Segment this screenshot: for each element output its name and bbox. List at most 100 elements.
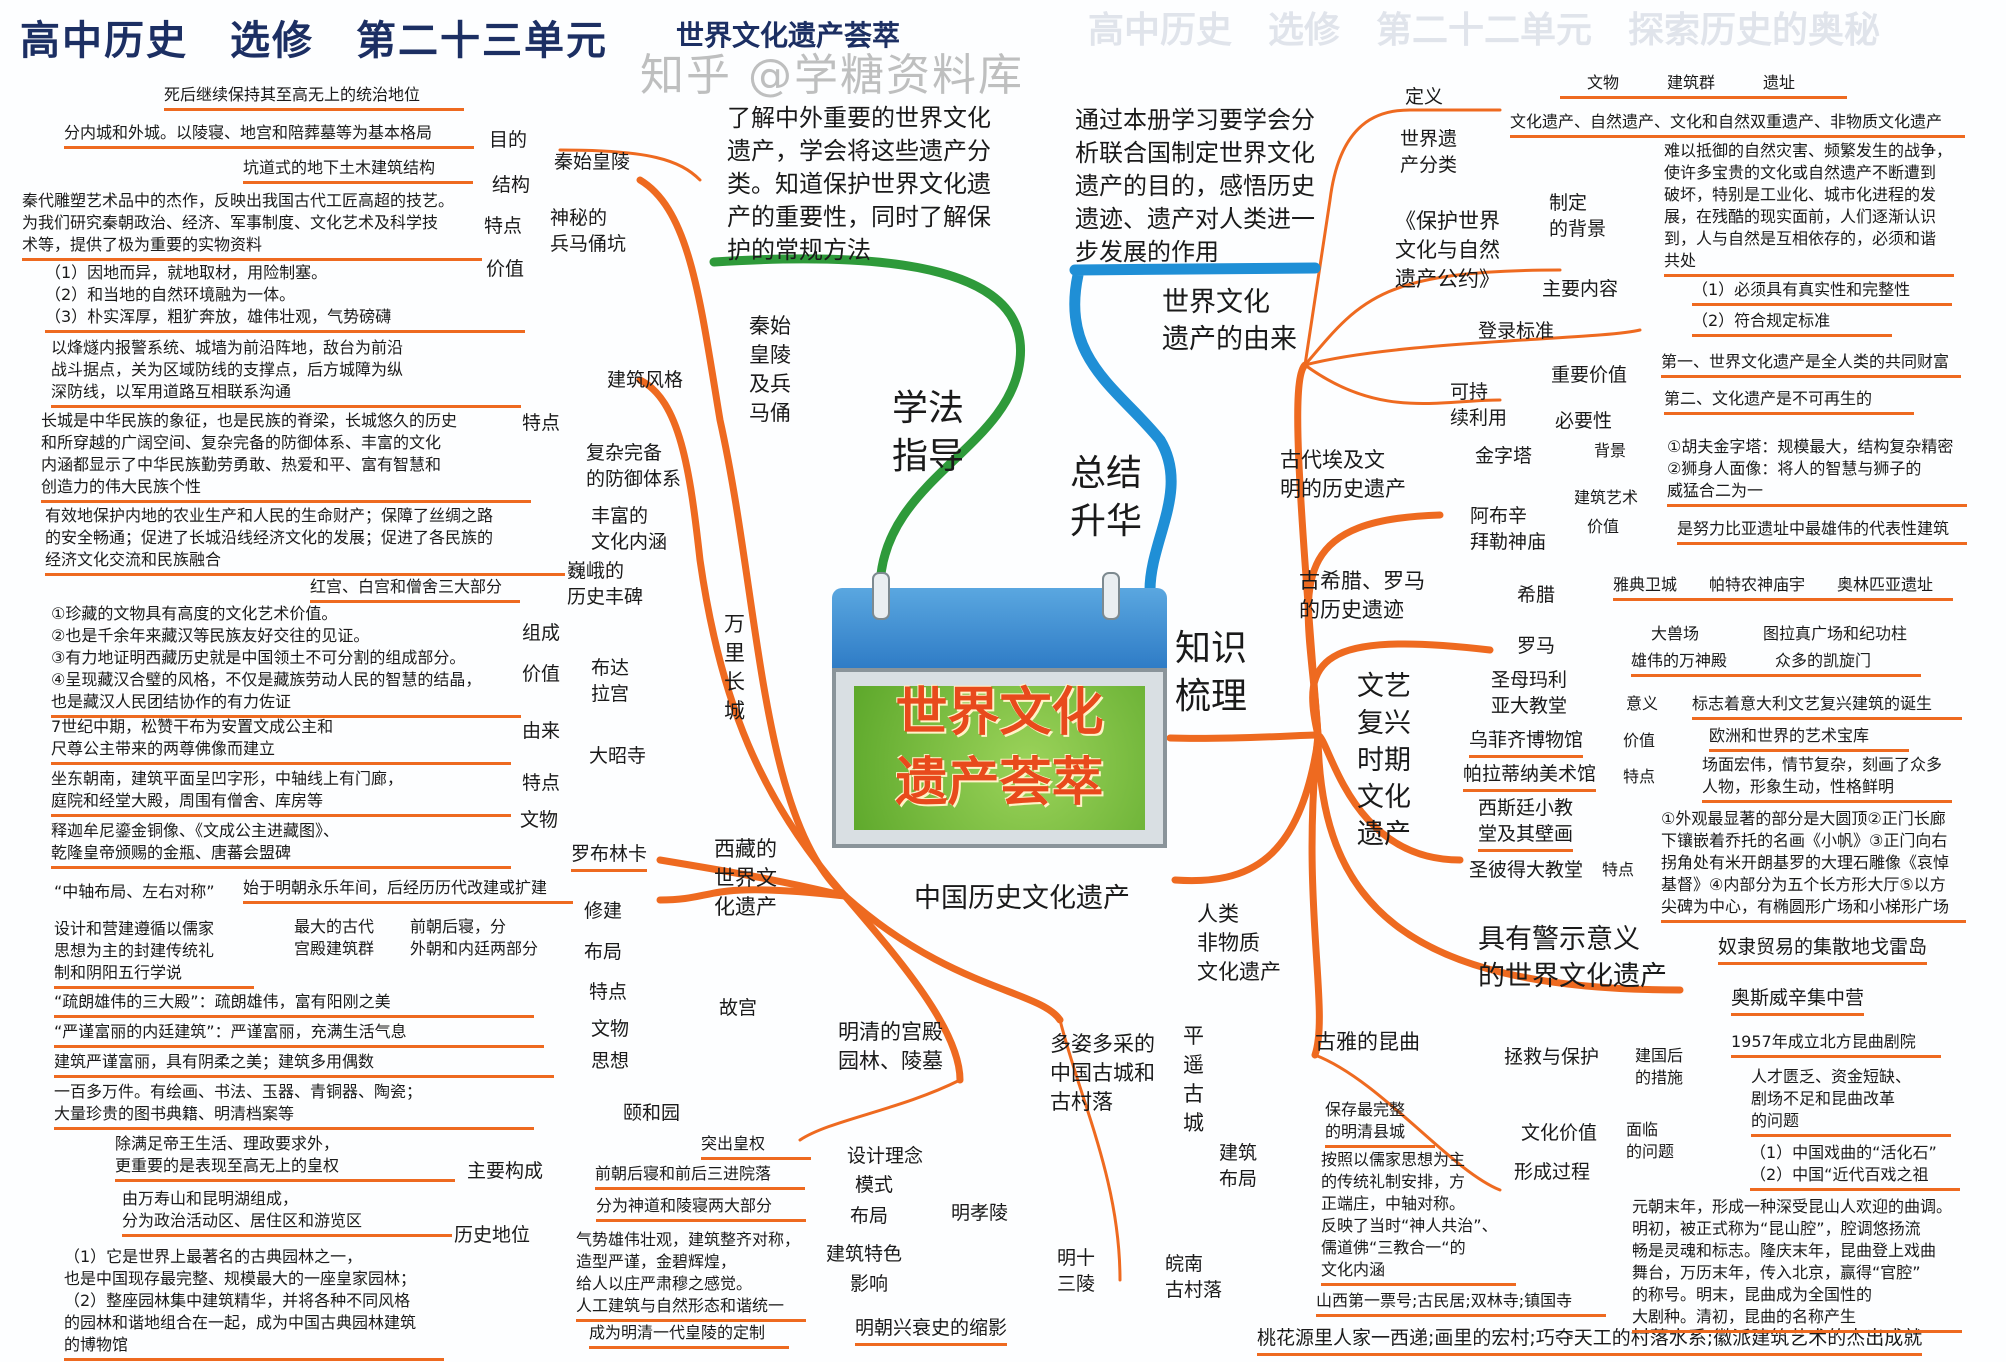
central-calendar: 世界文化 遗产荟萃 <box>832 572 1167 848</box>
palace-layout-3: 设计和营建遵循以儒家 思想为主的封建传统礼 制和阴阳五行学说 <box>54 918 254 989</box>
pingyao-layout-2: 按照以儒家思想为主 的传统礼制安排，方 正端庄，中轴对称。 反映了当时“神人共治… <box>1321 1149 1516 1286</box>
florence-meaning: 标志着意大利文艺复兴建筑的诞生 <box>1692 693 1962 720</box>
value-label: 价值 <box>1587 517 1620 536</box>
arch-label: 建筑艺术 <box>1574 488 1639 507</box>
sistine-node: 西斯廷小教 堂及其壁画 <box>1478 795 1574 852</box>
forbidden-city-node: 故宫 <box>719 997 758 1019</box>
xiaoling-arch: 气势雄伟壮观，建筑整齐对称， 造型严谨，金碧辉煌， 给人以庄严肃穆之感觉。 人工… <box>576 1229 806 1322</box>
xiaoling-influence: 成为明清一代皇陵的定制 <box>589 1322 789 1349</box>
convention-node: 《保护世界 文化与自然 遗产公约》 <box>1395 209 1500 291</box>
wall-style: （1）因地而异，就地取材，用险制塞。 （2）和当地的自然环境融为一体。 （3）朴… <box>45 262 525 333</box>
abu-simbel-node: 阿布辛 拜勒神庙 <box>1470 505 1547 553</box>
goree-item: 奴隶贸易的集散地戈雷岛 <box>1718 934 1928 965</box>
criteria-1: （1）必须具有真实性和完整性 <box>1692 279 1952 306</box>
meaning-label: 意义 <box>1626 694 1659 713</box>
layout-label: 布局 <box>584 941 623 963</box>
summer-composition: 由万寿山和昆明湖组成， 分为政治活动区、居住区和游览区 <box>122 1188 452 1237</box>
qin-node: 秦始 皇陵 及兵 马俑 <box>749 314 791 425</box>
florence-node: 圣母玛利 亚大教堂 <box>1491 669 1568 717</box>
value-label: 价值 <box>522 663 561 685</box>
pyramid-arch: ①胡夫金字塔：规模最大，结构复杂精密 ②狮身人面像：将人的智慧与狮子的 威猛合二… <box>1667 436 1967 507</box>
classification-label: 世界遗 产分类 <box>1400 128 1458 176</box>
auschwitz-item: 奥斯威辛集中营 <box>1731 985 1865 1016</box>
guide-text: 了解中外重要的世界文化 遗产，学会将这些遗产分 类。知道保护世界文化遗 产的重要… <box>727 104 991 264</box>
qin-purpose: 死后继续保持其至高无上的统治地位 <box>164 84 464 111</box>
greece-sites: 雅典卫城 帕特农神庙宇 奥林匹亚遗址 <box>1613 574 1953 601</box>
binder-ring-icon <box>872 572 890 620</box>
binder-ring-icon <box>1102 572 1120 620</box>
watermark: 知乎 @学糖资料库 <box>640 50 1024 101</box>
qin-structure-2: 坑道式的地下土木建筑结构 <box>243 157 473 184</box>
branch-towns <box>841 892 1064 1024</box>
mode-label: 模式 <box>855 1174 894 1196</box>
background-label: 制定 的背景 <box>1549 192 1607 240</box>
necessity-label: 必要性 <box>1555 410 1613 432</box>
warning-node: 具有警示意义 的世界文化遗产 <box>1478 924 1667 992</box>
purpose-label: 目的 <box>489 129 528 151</box>
branch-wall <box>636 376 849 900</box>
feature-label: 特点 <box>522 412 561 434</box>
relic-label: 文物 <box>591 1018 630 1040</box>
kunqu-node: 古雅的昆曲 <box>1315 1030 1420 1054</box>
rome-label: 罗马 <box>1517 635 1556 657</box>
structure-label: 结构 <box>492 174 531 196</box>
page-subtitle: 世界文化遗产荟萃 <box>676 19 901 52</box>
guide-label: 学法 指导 <box>892 388 965 477</box>
renaissance-node: 文艺 复兴 时期 文化 遗产 <box>1357 671 1411 850</box>
greece-label: 希腊 <box>1517 584 1556 606</box>
xiaoling-idea: 突出皇权 <box>701 1133 811 1160</box>
build-label: 修建 <box>584 900 623 922</box>
value-label: 价值 <box>486 258 525 280</box>
jokhang-relic: 释迦牟尼鎏金铜像、《文成公主进藏图》、 乾隆皇帝颁赐的金瓶、唐蕃会盟碑 <box>51 820 511 869</box>
relic-label: 文物 <box>520 809 559 831</box>
arch-label: 建筑特色 <box>826 1243 903 1265</box>
convention-background: 难以抵御的自然灾害、频繁发生的战争， 使许多宝贵的文化或自然遗产不断遭到 破坏，… <box>1664 140 1954 277</box>
branch-warning <box>1314 731 1684 994</box>
page-title: 高中历史 选修 第二十三单元 <box>20 18 608 64</box>
definition-label: 定义 <box>1405 86 1444 108</box>
process-label: 形成过程 <box>1514 1161 1591 1183</box>
jokhang-origin: 7世纪中期，松赞干布为安置文成公主和 尺尊公主带来的两尊佛像而建立 <box>51 716 511 765</box>
summer-palace-node: 颐和园 <box>623 1102 681 1124</box>
branch-china-hub <box>656 886 849 904</box>
kunqu-problem: 人才匮乏、资金短缺、 剧场不足和昆曲改革 的问题 <box>1751 1066 1951 1137</box>
wannan-node: 皖南 古村落 <box>1165 1253 1223 1301</box>
thought-label: 思想 <box>591 1050 630 1072</box>
palace-node: 明清的宫殿 园林、陵墓 <box>838 1020 943 1073</box>
egypt-node: 古代埃及文 明的历史遗产 <box>1280 448 1406 501</box>
summary-branch <box>1069 262 1321 596</box>
palace-layout-1: 最大的古代 宫殿建筑群 <box>294 917 375 958</box>
st-peter-text: ①外观最显著的部分是大圆顶②正门长廊 下镶嵌着乔托的名画《小帆》③正门向右 拐角… <box>1661 808 1966 923</box>
sustain-label: 可持 续利用 <box>1450 381 1508 429</box>
palace-build: 始于明朝永乐年间，后经历历代改建或扩建 <box>243 877 573 904</box>
feature-label: 特点 <box>589 981 628 1003</box>
layout-label: 布局 <box>850 1205 889 1227</box>
jokhang-feature: 坐东朝南，建筑平面呈凹字形，中轴线上有门廊， 庭院和经堂大殿，周围有僧舍、库房等 <box>51 768 511 817</box>
classification-text: 文化遗产、自然遗产、文化和自然双重遗产、非物质文化遗产 <box>1510 111 1965 138</box>
guide-branch <box>709 254 1025 595</box>
palace-feature-2: “严谨富丽的内廷建筑”：严谨富丽，充满生活气息 <box>54 1021 544 1048</box>
importance-1: 第一、世界文化遗产是全人类的共同财富 <box>1661 351 1961 378</box>
intangible-node: 人类 非物质 文化遗产 <box>1197 902 1281 984</box>
jokhang-node: 大昭寺 <box>589 745 647 767</box>
composition-label: 主要构成 <box>467 1160 544 1182</box>
terracotta-pit-node: 神秘的 兵马俑坑 <box>550 207 627 255</box>
greece-rome-node: 古希腊、罗马 的历史遗迹 <box>1299 569 1425 622</box>
feature-label: 特点 <box>484 215 523 237</box>
feature-label: 特点 <box>522 772 561 794</box>
palatina-feature: 场面宏伟，情节复杂，刻画了众多 人物，形象生动，性格鲜明 <box>1702 754 1952 803</box>
towns-node: 多姿多采的 中国古城和 古村落 <box>1050 1032 1155 1114</box>
knowledge-label: 知识 梳理 <box>1175 628 1248 717</box>
rome-sites-1: 大兽场 图拉真广场和纪功柱 <box>1651 624 1908 643</box>
wall-culture-text: 长城是中华民族的象征，也是民族的脊梁，长城悠久的历史 和所穿越的广阔空间、复杂完… <box>41 410 531 503</box>
branch-intangible <box>1308 731 1323 1059</box>
palace-feature-1: “疏朗雄伟的三大殿”：疏朗雄伟，富有阳刚之美 <box>54 991 534 1018</box>
summary-text: 通过本册学习要学会分 析联合国制定世界文化 遗产的目的，感悟历史 遗迹、遗产对人… <box>1075 106 1315 266</box>
culture-node: 丰富的 文化内涵 <box>591 505 668 553</box>
rome-sites-2: 雄伟的万神殿 众多的凯旋门 <box>1631 650 1921 677</box>
monument-node: 巍峨的 历史丰碑 <box>567 560 644 608</box>
terracotta-feature: 秦代雕塑艺术品中的杰作，反映出我国古代工匠高超的技艺。 为我们研究秦朝政治、经济… <box>22 190 482 261</box>
bleed-through-title: 高中历史 选修 第二十二单元 探索历史的奥秘 <box>1088 10 1881 51</box>
potala-node: 布达 拉宫 <box>591 657 630 705</box>
